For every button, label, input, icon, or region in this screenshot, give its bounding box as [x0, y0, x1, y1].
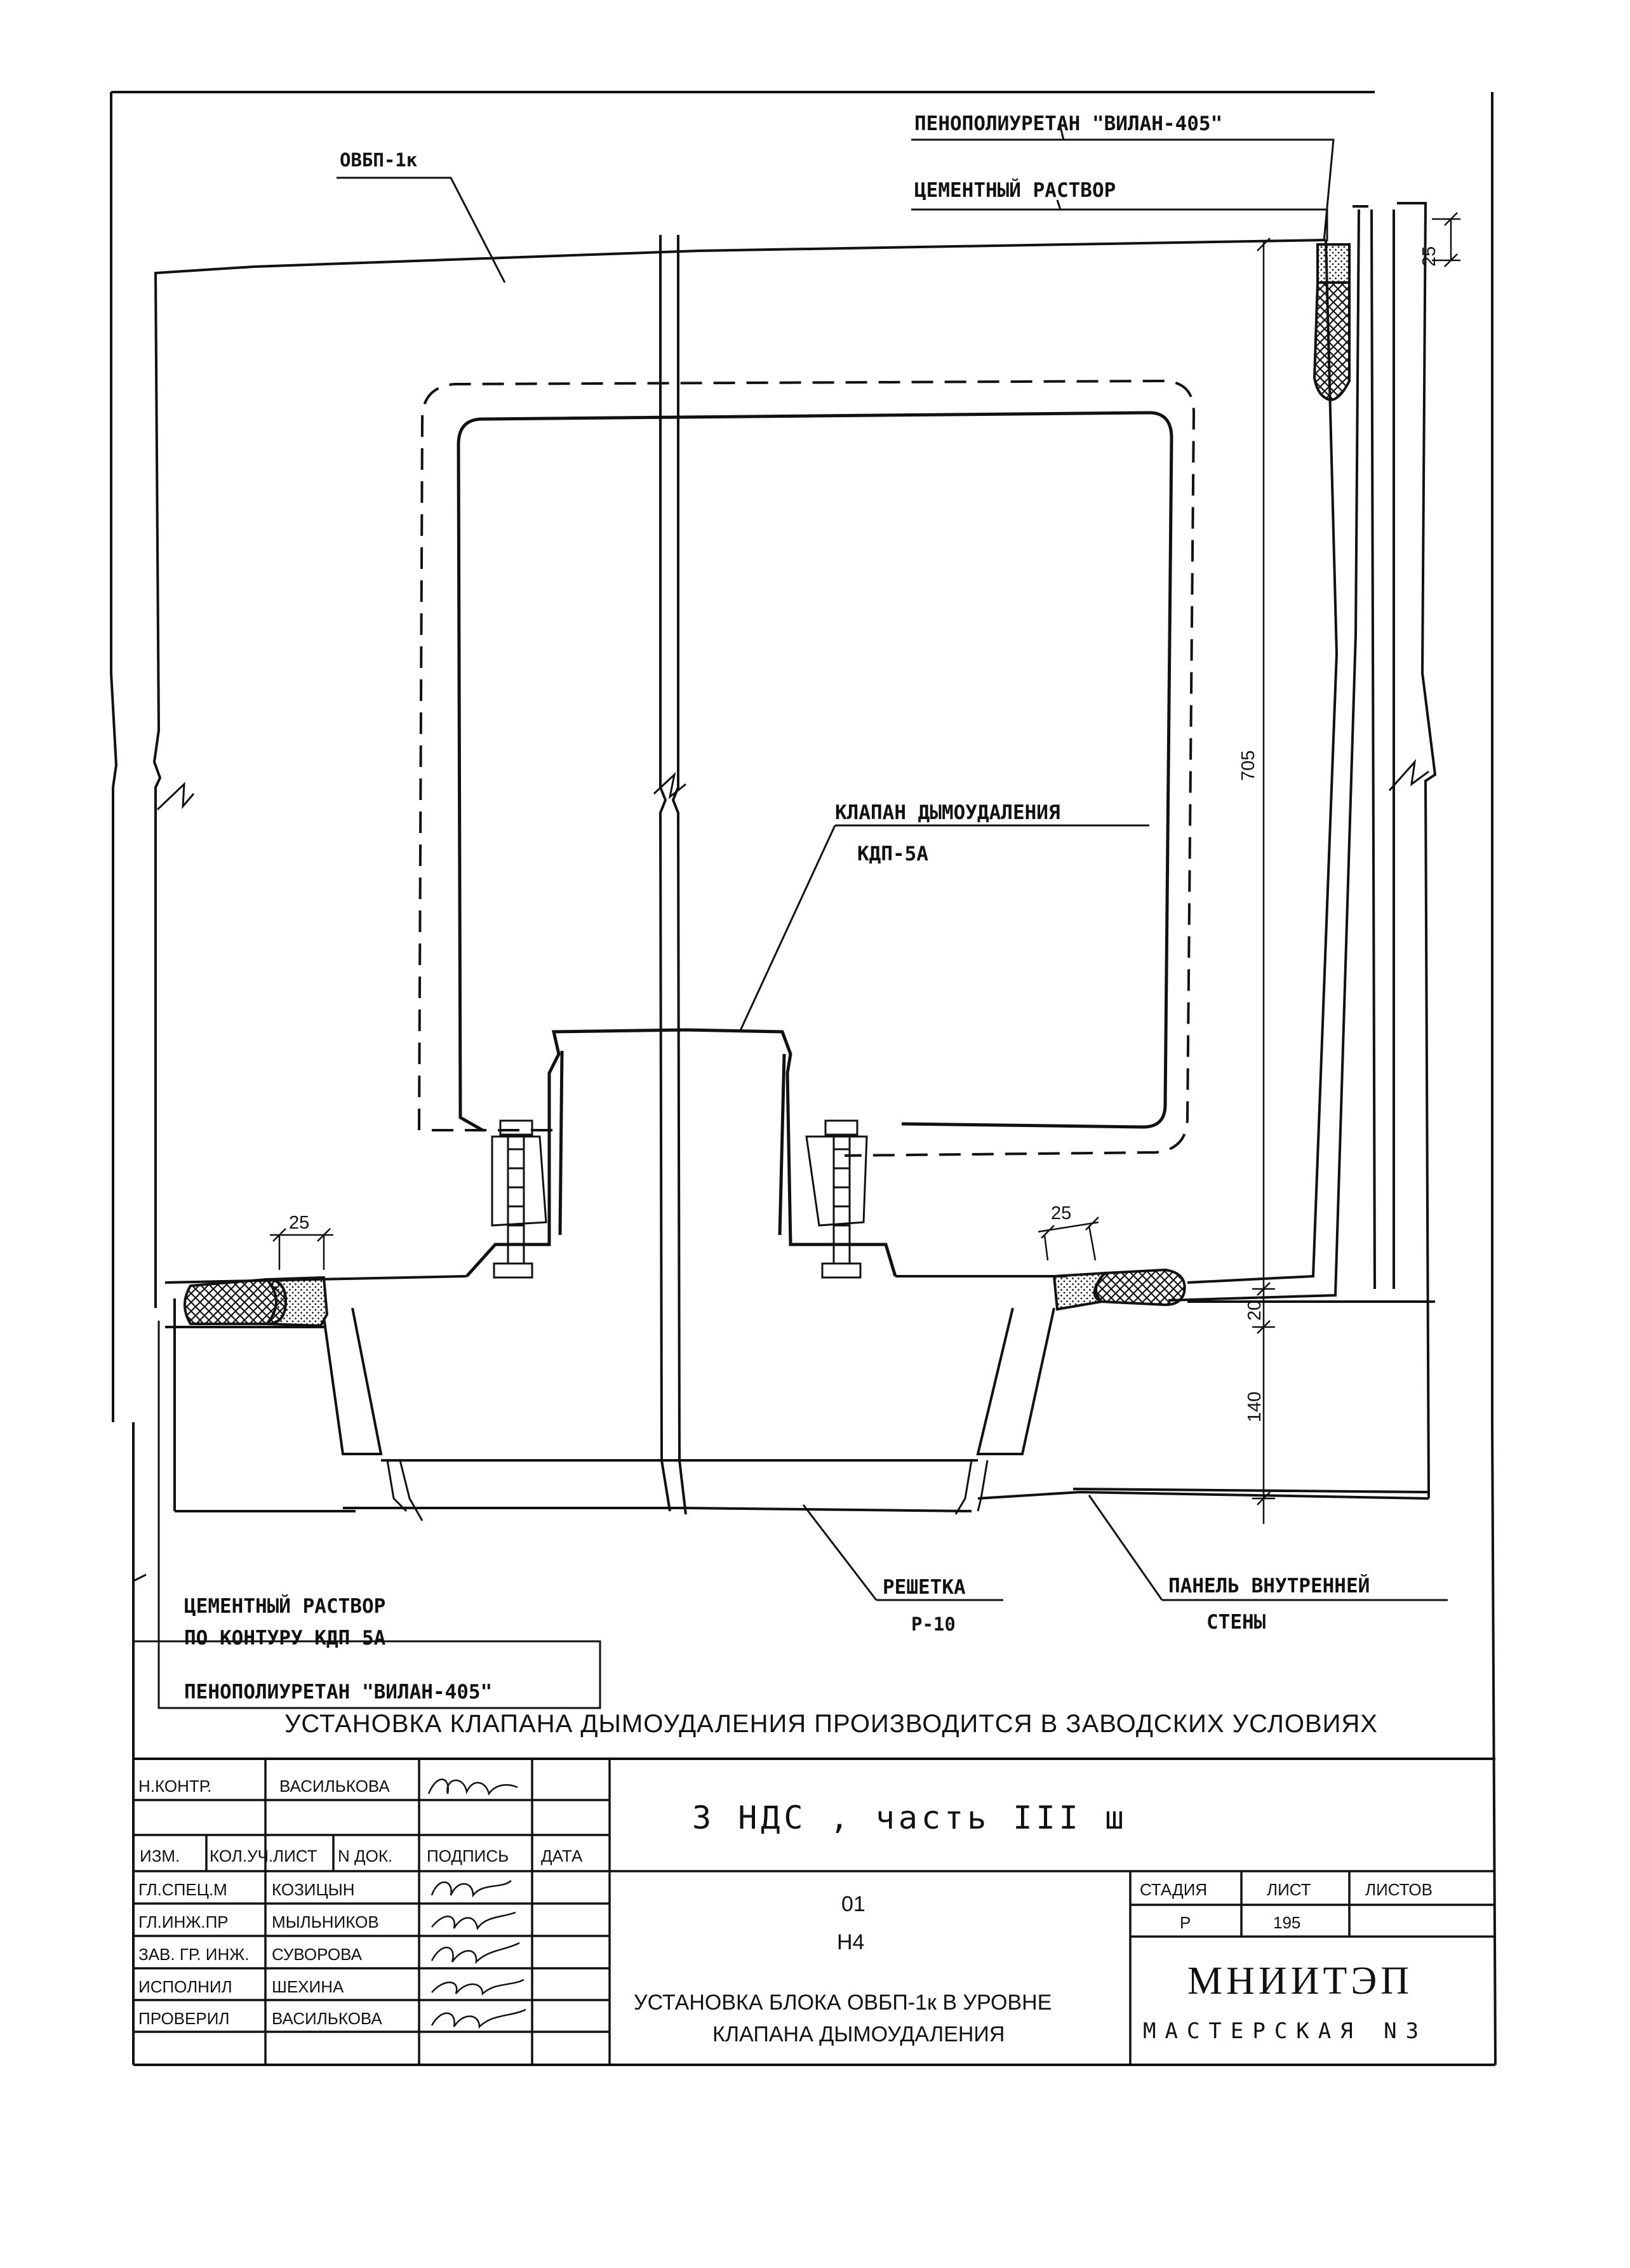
- tb-title-line1: УСТАНОВКА БЛОКА ОВБП-1к В УРОВНЕ: [634, 1991, 1052, 2015]
- tb-role-5: ПРОВЕРИЛ: [138, 2009, 229, 2028]
- center-section-line: [658, 235, 687, 1515]
- tb-organization: МНИИТЭП: [1187, 1959, 1413, 2003]
- title-block-text: Н.КОНТР. ВАСИЛЬКОВА ИЗМ. КОЛ.УЧ. ЛИСТ N …: [138, 1777, 1433, 2046]
- tb-name-1: КОЗИЦЫН: [272, 1880, 355, 1899]
- tb-header-ndoc: N ДОК.: [338, 1846, 392, 1865]
- label-block: ОВБП-1к: [340, 149, 417, 171]
- dim-top-right-gap: 25: [1419, 246, 1440, 267]
- tb-header-date: ДАТА: [541, 1846, 583, 1865]
- dim-slab-top: 20: [1245, 1300, 1265, 1321]
- label-panel-1: ПАНЕЛЬ ВНУТРЕННЕЙ: [1168, 1575, 1370, 1598]
- tb-sheet-number: 195: [1273, 1913, 1300, 1932]
- tb-role-4: ИСПОЛНИЛ: [138, 1977, 232, 1996]
- dimension-lines: [270, 212, 1460, 1524]
- tb-name-3: СУВОРОВА: [272, 1945, 363, 1964]
- label-mortar-contour-2: ПО КОНТУРУ КДП 5А: [184, 1627, 386, 1650]
- valve-neck: [465, 1028, 897, 1277]
- tb-norm-name: ВАСИЛЬКОВА: [279, 1777, 390, 1796]
- tb-role-2: ГЛ.ИНЖ.ПР: [138, 1912, 229, 1931]
- slab-section: [164, 1275, 1435, 1512]
- label-valve-model: КДП-5А: [857, 843, 928, 865]
- tb-department: МАСТЕРСКАЯ N3: [1143, 2018, 1427, 2044]
- label-grille-model: Р-10: [911, 1613, 956, 1635]
- tb-role-1: ГЛ.СПЕЦ.М: [138, 1880, 227, 1899]
- dimension-labels: 25 705 25 25 20 140: [289, 246, 1440, 1422]
- top-right-foam-joint: [1313, 281, 1351, 402]
- installation-note: УСТАНОВКА КЛАПАНА ДЫМОУДАЛЕНИЯ ПРОИЗВОДИ…: [284, 1710, 1378, 1738]
- label-top-foam: ПЕНОПОЛИУРЕТАН "ВИЛАН-405": [914, 112, 1222, 135]
- right-bolt: [805, 1119, 868, 1279]
- label-bottom-foam: ПЕНОПОЛИУРЕТАН "ВИЛАН-405": [184, 1681, 492, 1704]
- dim-height-main: 705: [1238, 750, 1259, 781]
- tb-header-izm: ИЗМ.: [140, 1846, 180, 1865]
- tb-title-line2: КЛАПАНА ДЫМОУДАЛЕНИЯ: [712, 2022, 1005, 2046]
- label-valve-title: КЛАПАН ДЫМОУДАЛЕНИЯ: [835, 801, 1060, 824]
- joint-fills: [184, 243, 1351, 1328]
- top-right-mortar-joint: [1316, 243, 1351, 284]
- dim-left-gap: 25: [289, 1213, 309, 1233]
- mortar-contour-dashed: [418, 379, 1196, 1157]
- tb-sheets-header: ЛИСТОВ: [1365, 1880, 1433, 1899]
- tb-sheet-header: ЛИСТ: [1267, 1880, 1311, 1899]
- tb-project: 3 НДС , часть III ш: [692, 1799, 1128, 1836]
- tb-name-2: МЫЛЬНИКОВ: [272, 1912, 379, 1931]
- label-mortar-contour-1: ЦЕМЕНТНЫЙ РАСТВОР: [184, 1595, 385, 1618]
- left-mortar-joint: [264, 1276, 329, 1328]
- tb-header-list: ЛИСТ: [273, 1846, 317, 1865]
- label-panel-2: СТЕНЫ: [1206, 1611, 1266, 1634]
- signatures: [427, 1778, 526, 2029]
- valve-body-contour: [457, 411, 1173, 1132]
- tb-norm-role: Н.КОНТР.: [138, 1777, 211, 1796]
- tb-stage-header: СТАДИЯ: [1140, 1880, 1207, 1899]
- tb-header-signature: ПОДПИСЬ: [427, 1846, 509, 1865]
- tb-role-3: ЗАВ. ГР. ИНЖ.: [138, 1945, 249, 1964]
- label-grille-title: РЕШЕТКА: [883, 1576, 966, 1599]
- label-top-mortar: ЦЕМЕНТНЫЙ РАСТВОР: [914, 179, 1116, 202]
- dim-slab-depth: 140: [1245, 1392, 1265, 1422]
- dim-right-gap: 25: [1051, 1203, 1071, 1224]
- tb-code-bottom: Н4: [837, 1930, 864, 1954]
- break-marks: [156, 759, 1429, 811]
- tb-name-4: ШЕХИНА: [272, 1977, 344, 1996]
- left-bolt: [491, 1119, 547, 1279]
- tb-code-top: 01: [841, 1892, 865, 1916]
- drawing-labels: ПЕНОПОЛИУРЕТАН "ВИЛАН-405" ЦЕМЕНТНЫЙ РАС…: [184, 112, 1370, 1704]
- tb-name-5: ВАСИЛЬКОВА: [272, 2009, 382, 2028]
- sheet-frame: [110, 91, 1497, 2066]
- grille-fasteners: [386, 1460, 989, 1521]
- leader-lines: [132, 126, 1448, 1709]
- tb-stage: Р: [1180, 1913, 1191, 1932]
- right-foam-joint: [1095, 1268, 1186, 1307]
- tb-header-koluch: КОЛ.УЧ.: [210, 1846, 273, 1865]
- title-block: [133, 1759, 1495, 2065]
- ovbp-block-outline: [152, 202, 1437, 1511]
